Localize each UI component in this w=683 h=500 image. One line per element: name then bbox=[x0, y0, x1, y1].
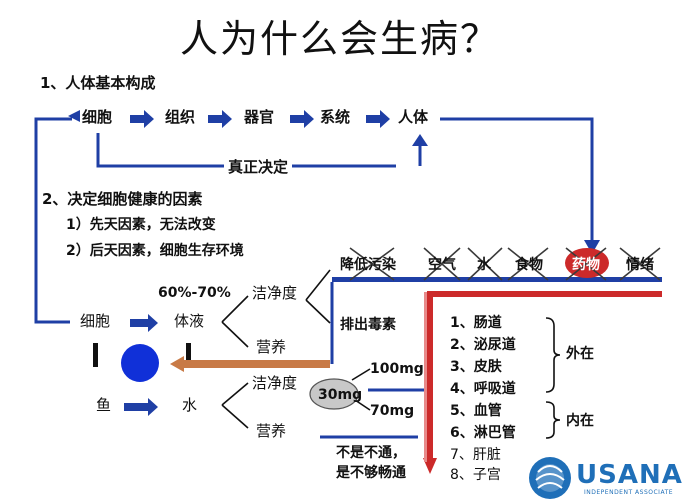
section1-heading: 1、人体基本构成 bbox=[40, 74, 156, 92]
pollutant-emotion: 情绪 bbox=[626, 257, 654, 273]
env-fish: 鱼 bbox=[96, 396, 112, 414]
dose-high: 100mg bbox=[370, 361, 424, 377]
decide-label: 真正决定 bbox=[224, 160, 293, 175]
organ-urinary: 2、泌尿道 bbox=[450, 337, 516, 353]
dose-label: 30mg bbox=[318, 387, 363, 403]
env-cell: 细胞 bbox=[80, 312, 111, 330]
external-brace bbox=[545, 317, 561, 393]
cross-air bbox=[423, 247, 461, 281]
organ-lymph: 6、淋巴管 bbox=[450, 425, 516, 441]
tick-right bbox=[186, 343, 191, 367]
cross-reduce bbox=[349, 247, 395, 281]
pollutant-drug: 药物 bbox=[572, 257, 600, 273]
cross-food bbox=[507, 247, 549, 281]
red-band bbox=[427, 291, 662, 460]
page-title: 人为什么会生病？ bbox=[180, 17, 501, 61]
chain-tissue: 组织 bbox=[165, 108, 196, 126]
nutrition-top: 营养 bbox=[256, 338, 287, 356]
usana-emblem bbox=[529, 457, 571, 499]
body-to-drug-line bbox=[440, 117, 594, 240]
organ-liver: 7、肝脏 bbox=[450, 447, 501, 463]
organ-blood-vessel: 5、血管 bbox=[450, 403, 502, 419]
internal-brace bbox=[545, 401, 561, 439]
organ-intestine: 1、肠道 bbox=[450, 315, 502, 331]
blocked-line2: 是不够畅通 bbox=[336, 465, 406, 481]
cross-emotion bbox=[619, 247, 661, 281]
blocked-line1: 不是不通， bbox=[336, 445, 406, 461]
chain-organ: 器官 bbox=[244, 108, 275, 126]
cleanliness-bottom: 洁净度 bbox=[252, 374, 298, 392]
cell-circle bbox=[121, 344, 159, 382]
chain-body: 人体 bbox=[398, 108, 429, 126]
env-water: 水 bbox=[182, 396, 198, 414]
cleanliness-top: 洁净度 bbox=[252, 284, 298, 302]
left-loop-arrowhead bbox=[68, 110, 80, 122]
internal-label: 内在 bbox=[566, 413, 594, 429]
pollutant-crosses bbox=[349, 247, 661, 281]
cross-water bbox=[467, 247, 503, 281]
factor-innate: 1）先天因素，无法改变 bbox=[66, 217, 216, 233]
organ-uterus: 8、子宫 bbox=[450, 467, 501, 483]
logo-tagline: INDEPENDENT ASSOCIATE bbox=[584, 489, 674, 496]
tick-left bbox=[93, 343, 98, 367]
percentage-label: 60%-70% bbox=[158, 285, 231, 301]
section2-heading: 2、决定细胞健康的因素 bbox=[42, 190, 203, 208]
pollutant-food: 食物 bbox=[515, 257, 543, 273]
cross-drug bbox=[565, 247, 607, 281]
arrow-cell-fluid bbox=[130, 314, 158, 332]
arrow-organ-system bbox=[290, 110, 314, 128]
dose-low: 70mg bbox=[370, 403, 415, 419]
arrow-cell-tissue bbox=[130, 110, 154, 128]
dose-pill bbox=[309, 378, 359, 410]
factor-acquired: 2）后天因素，细胞生存环境 bbox=[66, 243, 244, 259]
left-loop-line bbox=[34, 117, 72, 324]
arrow-tissue-organ bbox=[208, 110, 232, 128]
arrow-system-body bbox=[366, 110, 390, 128]
env-body-fluid: 体液 bbox=[174, 312, 205, 330]
pollutant-water: 水 bbox=[477, 257, 491, 273]
chain-arrows bbox=[130, 110, 390, 128]
logo-text: USANA bbox=[576, 460, 683, 490]
decide-arrowhead bbox=[412, 134, 428, 146]
external-label: 外在 bbox=[566, 346, 594, 362]
pollution-reduction: 降低污染 bbox=[340, 257, 396, 273]
red-band-shadow bbox=[424, 292, 427, 462]
organ-respiratory: 4、呼吸道 bbox=[450, 381, 516, 397]
organ-skin: 3、皮肤 bbox=[450, 359, 502, 375]
nutrition-bottom: 营养 bbox=[256, 422, 287, 440]
arrow-fish-water bbox=[124, 398, 158, 416]
nutrition-arrowhead bbox=[170, 356, 184, 372]
pollutant-air: 空气 bbox=[428, 257, 456, 273]
body-to-drug-arrowhead bbox=[584, 240, 600, 254]
chain-system: 系统 bbox=[320, 108, 351, 126]
decide-connector bbox=[96, 133, 422, 168]
detox-label: 排出毒素 bbox=[340, 317, 396, 333]
blue-band bbox=[332, 277, 662, 282]
chain-cell: 细胞 bbox=[82, 108, 113, 126]
